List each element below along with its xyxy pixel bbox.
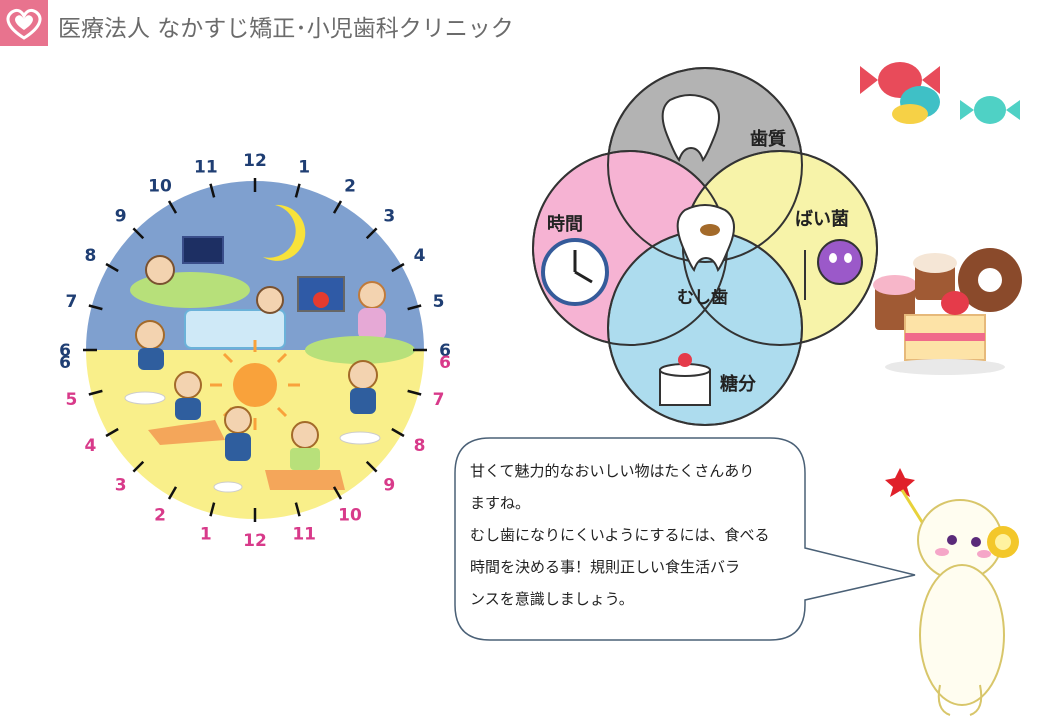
venn-center-label: むし歯 <box>677 287 728 308</box>
clock-tick <box>209 502 216 517</box>
clock-tick <box>105 262 119 273</box>
clock-hour-label: 6 <box>59 353 71 373</box>
clock-hour-label: 4 <box>85 436 97 456</box>
clock-tick <box>365 227 378 240</box>
decayed-tooth-icon <box>676 204 735 273</box>
healthy-tooth-icon <box>661 94 720 163</box>
clock-tick <box>294 502 301 517</box>
clock-hour-label: 2 <box>154 506 166 526</box>
clock-hour-label: 2 <box>344 176 356 196</box>
hearts-logo-icon <box>0 0 48 46</box>
clock-hour-label: 6 <box>439 341 451 361</box>
sheep-mascot-icon <box>885 468 1019 716</box>
clock-hour-label: 5 <box>433 292 445 312</box>
speech-bubble-text: 甘くて魅力的なおいしい物はたくさんあり ますね。 むし歯になりにくいようにするに… <box>470 455 800 615</box>
clock-hour-label: 1 <box>298 157 310 177</box>
moon-icon <box>263 204 306 261</box>
bubble-line: 甘くて魅力的なおいしい物はたくさんあり <box>470 462 755 480</box>
study-mat-icon <box>148 420 225 445</box>
clock-tick <box>332 200 343 214</box>
clock-hour-label: 10 <box>148 176 172 196</box>
venn-label-time: 時間 <box>547 214 583 235</box>
clock-tick <box>391 427 405 438</box>
clock-hour-label: 4 <box>414 246 426 266</box>
clock-hour-label: 5 <box>66 390 78 410</box>
clock-tick <box>105 427 119 438</box>
clock-tick <box>332 486 343 500</box>
clock-tick <box>167 486 178 500</box>
bubble-line: ますね。 <box>470 494 531 512</box>
clock-hour-label: 1 <box>200 525 212 545</box>
clock-hour-label: 8 <box>85 246 97 266</box>
person-reading-icon <box>350 388 376 414</box>
clock-tick <box>132 227 145 240</box>
clock-hour-label: 7 <box>433 390 445 410</box>
bath-icon <box>184 309 286 349</box>
clock-tick <box>88 304 103 311</box>
waking-person-icon <box>358 308 386 340</box>
venn-label-sugar: 糖分 <box>720 373 756 395</box>
person-eating-icon <box>225 433 251 461</box>
clock-tick <box>167 200 178 214</box>
wrapped-candy-icon <box>860 62 1020 124</box>
cavity-venn-diagram: 歯質 時間 ばい菌 糖分 むし歯 <box>532 62 1022 426</box>
clock-hour-label: 7 <box>66 292 78 312</box>
germ-icon <box>804 239 863 300</box>
clock-tick <box>407 304 422 311</box>
clock-hour-label: 6 <box>59 341 71 361</box>
cake-sweets-icon <box>873 248 1022 375</box>
clock-hour-label: 9 <box>115 207 127 227</box>
clock-tick <box>294 183 301 198</box>
bubble-line: 時間を決める事！規則正しい食生活バラ <box>470 558 741 576</box>
clock-hour-label: 8 <box>414 436 426 456</box>
newspaper-icon <box>290 448 320 470</box>
venn-label-tooth: 歯質 <box>750 128 786 150</box>
night-window-icon <box>182 236 224 264</box>
clock-hour-label: 12 <box>243 531 267 551</box>
page-header: 医療法人 なかすじ矯正･小児歯科クリニック <box>0 0 1040 48</box>
clock-hour-label: 12 <box>243 151 267 171</box>
clock-hour-label: 9 <box>383 475 395 495</box>
clock-tick <box>209 183 216 198</box>
clock-hour-label: 11 <box>292 525 316 545</box>
clock-tick <box>391 262 405 273</box>
bubble-line: むし歯になりにくいようにするには、食べる <box>470 526 770 544</box>
venn-label-bacteria: ばい菌 <box>795 209 849 230</box>
clock-tick <box>88 389 103 396</box>
person-praying-icon <box>138 348 164 370</box>
clock-hour-label: 10 <box>338 506 362 526</box>
clock-ticks <box>83 178 427 522</box>
cake-icon <box>659 353 711 406</box>
clock-hour-label: 3 <box>115 475 127 495</box>
clock-tick <box>365 460 378 473</box>
clock-hour-label: 6 <box>439 353 451 373</box>
clock-hour-label: 3 <box>383 207 395 227</box>
bubble-line: ンスを意識しましょう。 <box>470 590 634 608</box>
clinic-name: 医療法人 なかすじ矯正･小児歯科クリニック <box>58 16 514 42</box>
clock-hour-label: 11 <box>194 157 218 177</box>
clock-icon <box>541 238 609 306</box>
clock-tick <box>407 389 422 396</box>
clock-tick <box>132 460 145 473</box>
